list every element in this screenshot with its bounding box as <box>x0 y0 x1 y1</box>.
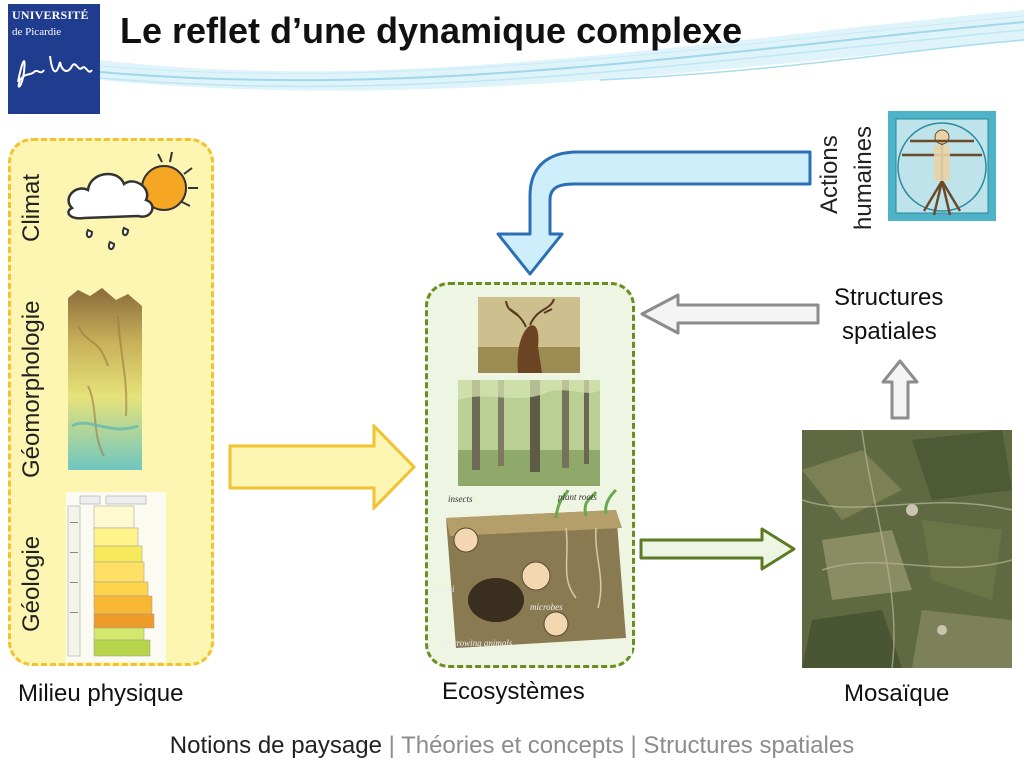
ecosystems-caption: Ecosystèmes <box>442 678 585 705</box>
weather-cloud-sun-icon <box>67 151 198 250</box>
grey-arrow-left <box>640 293 820 335</box>
soil-label-fungi: fungi <box>436 584 455 594</box>
landscape-mosaic-aerial-photo <box>802 430 1012 668</box>
green-arrow-right <box>639 527 796 571</box>
blue-curved-arrow-down <box>496 150 812 276</box>
geology-stratigraphic-column <box>66 492 166 662</box>
soil-label-insects: insects <box>448 494 473 504</box>
soil-label-microbes: microbes <box>530 602 563 612</box>
page-title: Le reflet d’une dynamique complexe <box>120 10 743 51</box>
footer-part2: | Théories et concepts | Structures spat… <box>381 732 855 759</box>
header-swoosh <box>99 10 1024 91</box>
university-logo: UNIVERSITÉ de Picardie <box>8 4 100 114</box>
logo-line2: de Picardie <box>12 26 62 38</box>
spatial-structures-line2: spatiales <box>842 318 937 345</box>
human-actions-label-line2: humaines <box>850 125 877 230</box>
vitruvian-man-image <box>888 111 996 221</box>
footer-part1: Notions de paysage <box>169 732 382 759</box>
soil-label-plant-roots: plant roots <box>557 492 597 502</box>
geomorphology-label: Géomorphologie <box>18 300 45 478</box>
logo-line1: UNIVERSITÉ <box>12 8 89 22</box>
human-actions-label-line1: Actions <box>816 135 843 214</box>
soil-label-burrowing-animals: burrowing animals <box>444 638 513 648</box>
deer-photo <box>478 297 580 373</box>
geomorphology-relief-image <box>68 288 142 470</box>
forest-photo <box>458 380 600 486</box>
mosaic-caption: Mosaïque <box>844 680 950 707</box>
physical-environment-caption: Milieu physique <box>18 680 184 707</box>
geology-label: Géologie <box>18 535 45 632</box>
spatial-structures-line1: Structures <box>834 284 944 311</box>
logo-signature-icon <box>17 55 93 88</box>
footer-breadcrumb: Notions de paysage | Théories et concept… <box>0 732 1024 760</box>
yellow-arrow-right <box>228 424 417 510</box>
climate-label: Climat <box>18 173 45 242</box>
grey-arrow-up <box>881 359 919 420</box>
soil-fauna-illustration: insects plant roots fungi microbes burro… <box>436 488 632 656</box>
